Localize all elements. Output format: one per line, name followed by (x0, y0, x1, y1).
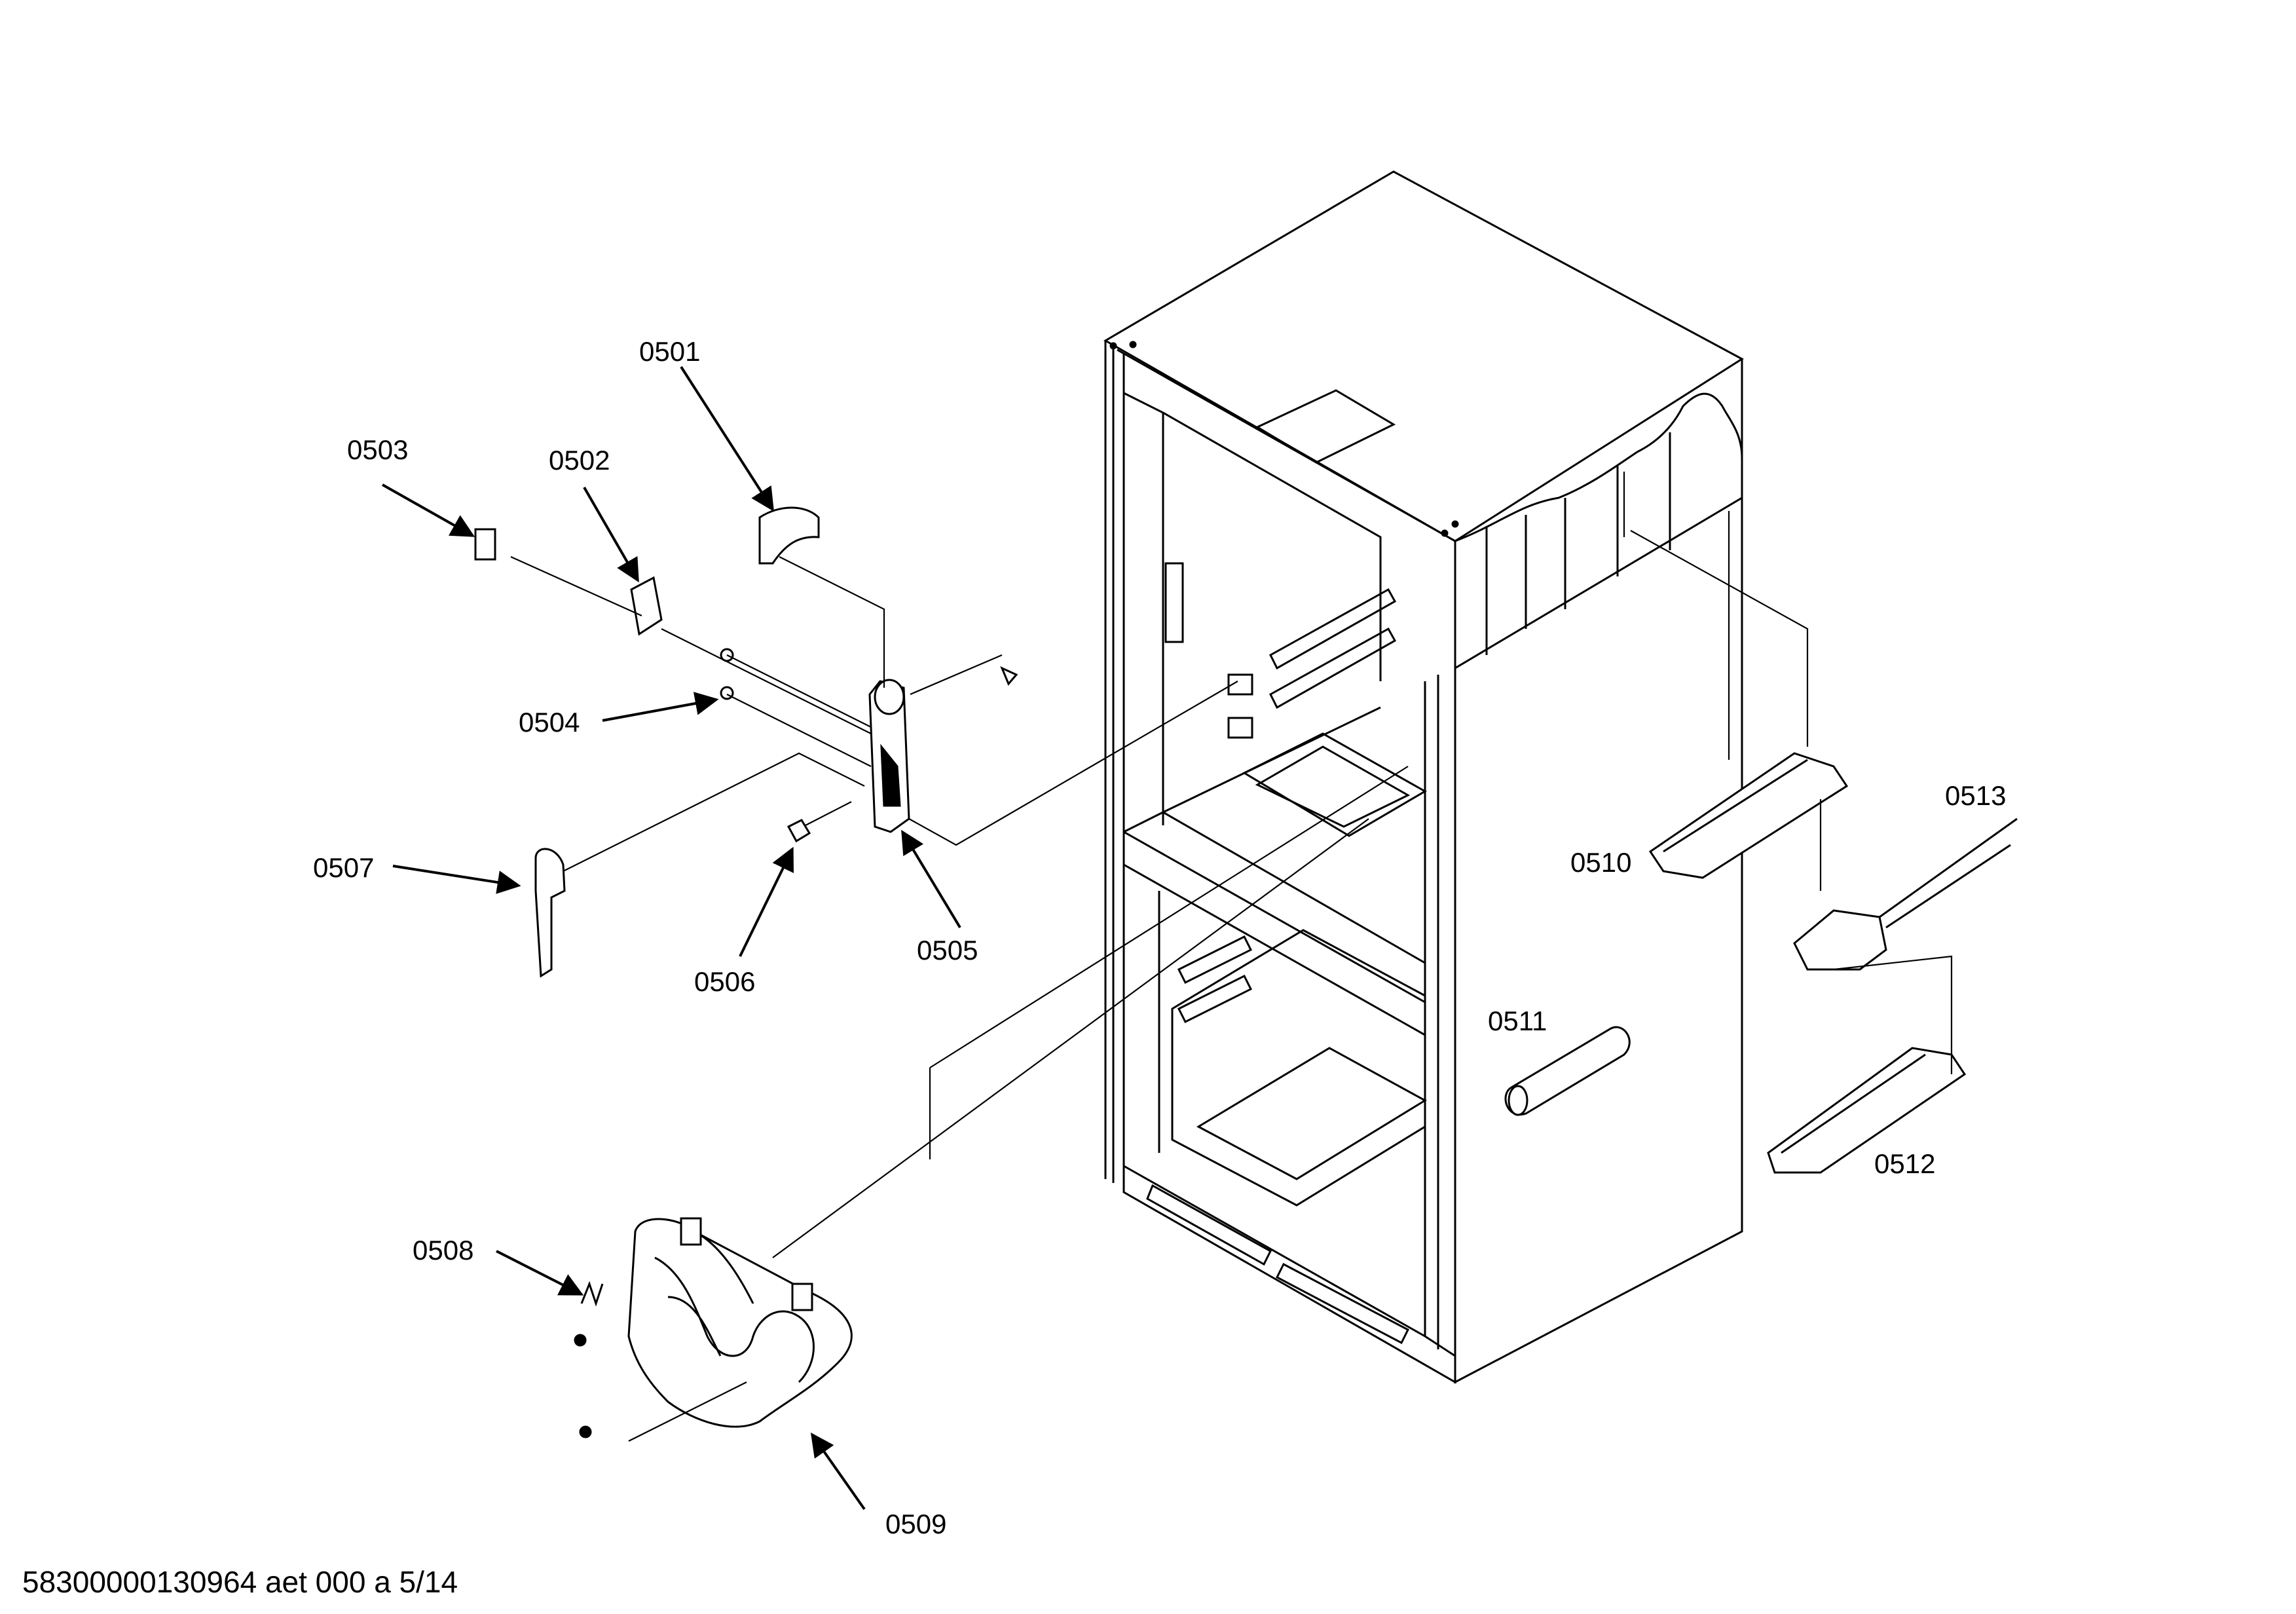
cabinet-top (1105, 172, 1742, 541)
arrow-0507 (393, 866, 521, 894)
label-0508: 0508 (413, 1235, 474, 1266)
arrow-0503 (382, 485, 475, 537)
bottom-front-rail (1124, 1166, 1455, 1382)
part-0501-cover (760, 508, 819, 563)
part-0509-heater (629, 1219, 851, 1427)
label-0506: 0506 (694, 966, 756, 997)
label-0507: 0507 (313, 852, 375, 883)
middle-divider (1124, 832, 1425, 1035)
label-0510: 0510 (1570, 847, 1632, 878)
cabinet (1105, 172, 1742, 1382)
connector-lines (511, 472, 1952, 1441)
label-0511: 0511 (1488, 1005, 1547, 1036)
arrow-0502 (584, 487, 639, 583)
label-0503: 0503 (347, 434, 409, 465)
part-0513-valve (1794, 910, 1886, 969)
part-0502-bracket (631, 578, 661, 634)
arrow-0505 (901, 829, 960, 928)
part-0508-spring (582, 1284, 602, 1304)
label-0501: 0501 (639, 336, 701, 367)
label-0512: 0512 (1874, 1148, 1936, 1179)
part-0510-rail (1650, 753, 1847, 878)
arrow-0504 (602, 692, 719, 721)
document-id-footer: 58300000130964 aet 000 a 5/14 (22, 1565, 458, 1599)
part-0507-tube (536, 849, 565, 976)
arrow-0501 (681, 367, 774, 512)
label-0513: 0513 (1945, 780, 2007, 811)
part-screw (1002, 668, 1016, 684)
part-0506-bracket (788, 820, 809, 841)
arrow-0506 (740, 846, 794, 956)
arrow-0508 (496, 1251, 584, 1294)
leader-arrows (382, 367, 960, 1509)
arrow-0509 (810, 1433, 864, 1509)
part-0503-clip (475, 529, 495, 559)
label-0505: 0505 (917, 935, 978, 966)
label-0504: 0504 (519, 707, 580, 738)
part-0512-rail (1768, 1048, 1965, 1173)
label-0502: 0502 (549, 445, 610, 476)
cabinet-right-side (1455, 498, 1742, 1382)
part-0511-filter (1506, 1027, 1629, 1115)
label-0509: 0509 (885, 1509, 947, 1539)
